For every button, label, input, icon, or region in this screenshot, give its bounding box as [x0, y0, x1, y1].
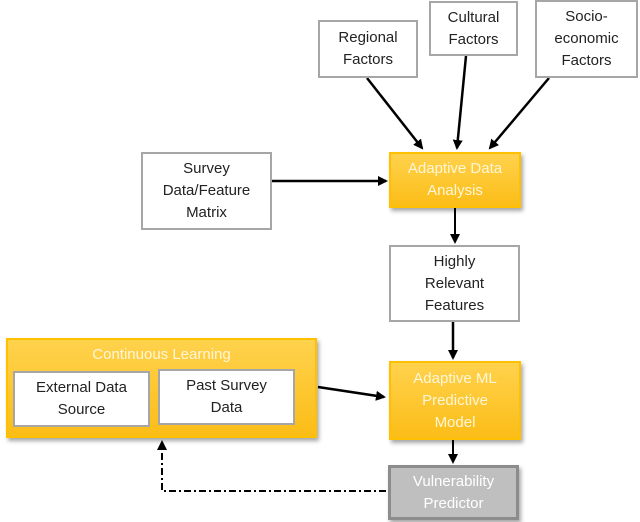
arrow-learning-to-model [317, 385, 386, 401]
socio-economic-factors-box: Socio- economic Factors [535, 0, 638, 78]
highly-relevant-features-box: Highly Relevant Features [389, 245, 520, 322]
arrow-regional-to-analysis [366, 77, 424, 150]
feedback-arrow-predictor-to-learning [157, 440, 386, 492]
survey-data-box: Survey Data/Feature Matrix [141, 152, 272, 230]
arrow-socio-to-analysis [488, 77, 550, 150]
past-survey-data-box: Past Survey Data [158, 369, 295, 425]
adaptive-data-analysis-box: Adaptive Data Analysis [389, 152, 521, 208]
continuous-learning-box: Continuous Learning External Data Source… [6, 338, 317, 438]
cultural-factors-box: Cultural Factors [429, 1, 518, 56]
continuous-learning-title: Continuous Learning [92, 346, 231, 363]
external-data-source-box: External Data Source [13, 371, 150, 427]
regional-factors-box: Regional Factors [318, 20, 418, 78]
adaptive-ml-predictive-model-box: Adaptive ML Predictive Model [389, 361, 521, 440]
vulnerability-predictor-box: Vulnerability Predictor [388, 465, 519, 520]
arrow-cultural-to-analysis [452, 55, 468, 150]
